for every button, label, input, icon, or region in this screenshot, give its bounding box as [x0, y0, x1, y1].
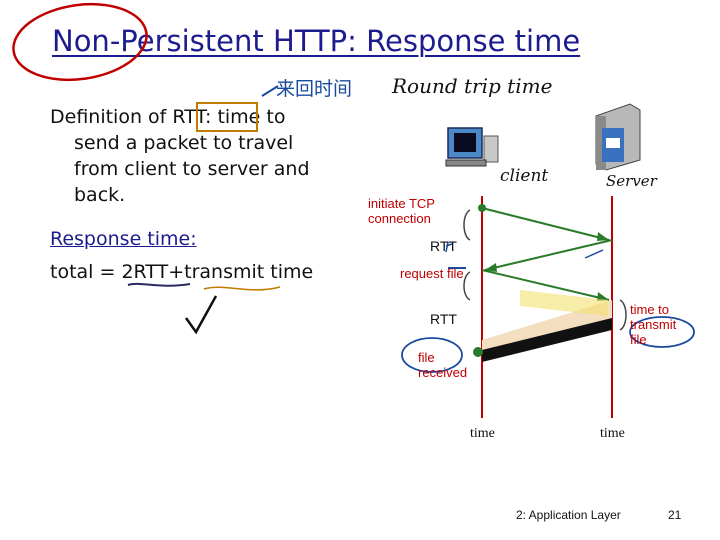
transmit-brace [619, 299, 627, 331]
hand-box-rtt [196, 102, 258, 132]
rtt-definition: Definition of RTT: time to send a packet… [50, 104, 310, 208]
file-received-label: file received [418, 350, 468, 380]
request-message [481, 269, 610, 301]
server-icon [595, 103, 641, 171]
server-time-label: time [600, 426, 625, 441]
hand-checkmark [184, 295, 218, 335]
hand-squiggle [203, 286, 281, 291]
initiate-tcp-label: initiate TCP connection [368, 196, 435, 226]
computer-icon [445, 127, 499, 167]
chinese-annotation: 来回时间 [276, 78, 353, 100]
page-number: 21 [668, 508, 682, 522]
rtt-label-1: RTT [430, 238, 457, 254]
round-trip-annotation: Round trip time [392, 74, 553, 98]
rtt-brace-1 [463, 209, 471, 241]
rtt-label-2: RTT [430, 311, 457, 327]
footer-chapter: 2: Application Layer [516, 508, 621, 522]
server-annotation: Server [606, 172, 657, 190]
syn-message [481, 207, 610, 241]
client-annotation: client [500, 166, 549, 186]
definition-line-4: back. [74, 184, 126, 206]
definition-line-2: send a packet to travel [74, 132, 294, 154]
response-time-heading: Response time: [50, 228, 197, 250]
hand-arrow [261, 85, 279, 97]
request-file-label: request file [400, 266, 464, 281]
hand-circle-non [12, 2, 148, 82]
file-transmission-data [482, 318, 612, 362]
response-time-formula: total = 2RTT+transmit time [50, 261, 314, 283]
hand-circle-file [401, 337, 463, 373]
highlight-band [520, 290, 608, 316]
definition-line-3: from client to server and [74, 158, 310, 180]
hand-circle-transmit [629, 316, 695, 348]
client-time-label: time [470, 426, 495, 441]
hand-underline-2rtt [127, 282, 191, 287]
rtt-brace-2 [463, 271, 471, 301]
definition-line-1: Definition of RTT: time to [50, 106, 286, 128]
time-to-transmit-label: time to transmit file [630, 302, 677, 347]
synack-message [484, 239, 613, 271]
